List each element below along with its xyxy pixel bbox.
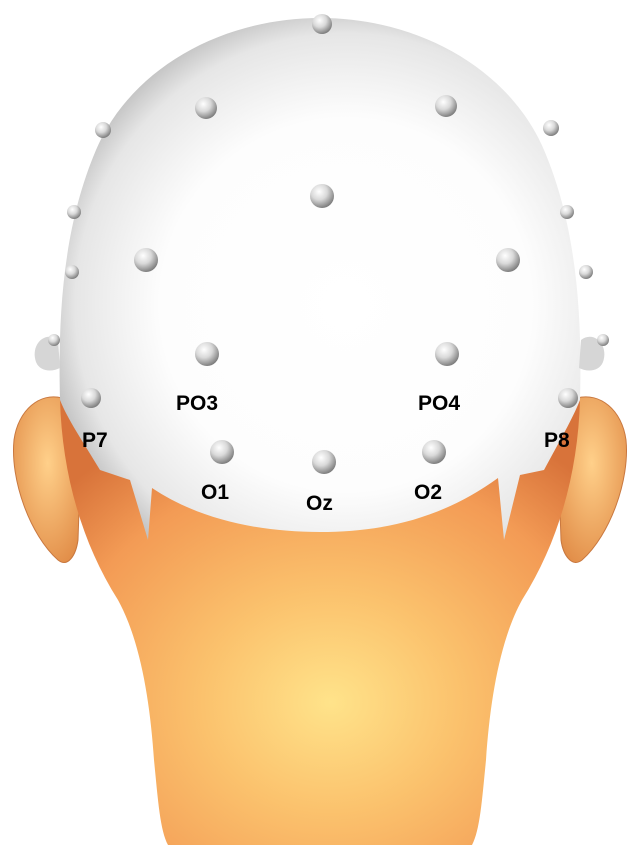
label-po4: PO4 — [418, 392, 460, 415]
label-oz: Oz — [306, 492, 333, 515]
label-o1: O1 — [201, 481, 229, 504]
electrode-side-right-upper — [560, 205, 574, 219]
electrode-side-right-low — [597, 334, 609, 346]
electrode-side-right-mid — [579, 265, 593, 279]
electrode-p7 — [81, 388, 101, 408]
electrode-mid-right — [496, 248, 520, 272]
electrode-p8 — [558, 388, 578, 408]
electrode-po4 — [435, 342, 459, 366]
electrode-side-left-low — [48, 334, 60, 346]
electrode-mid-left — [134, 248, 158, 272]
electrode-oz — [312, 450, 336, 474]
electrode-upper-right — [435, 95, 457, 117]
label-p8: P8 — [544, 429, 570, 452]
electrode-o1 — [210, 440, 234, 464]
electrode-far-upper-right — [543, 120, 559, 136]
electrode-top — [312, 14, 332, 34]
electrode-o2 — [422, 440, 446, 464]
electrode-far-upper-left — [95, 122, 111, 138]
electrode-upper-left — [195, 97, 217, 119]
electrode-side-left-mid — [65, 265, 79, 279]
electrode-po3 — [195, 342, 219, 366]
electrode-side-left-upper — [67, 205, 81, 219]
electrode-center — [310, 184, 334, 208]
label-o2: O2 — [414, 481, 442, 504]
label-po3: PO3 — [176, 392, 218, 415]
label-p7: P7 — [82, 429, 108, 452]
